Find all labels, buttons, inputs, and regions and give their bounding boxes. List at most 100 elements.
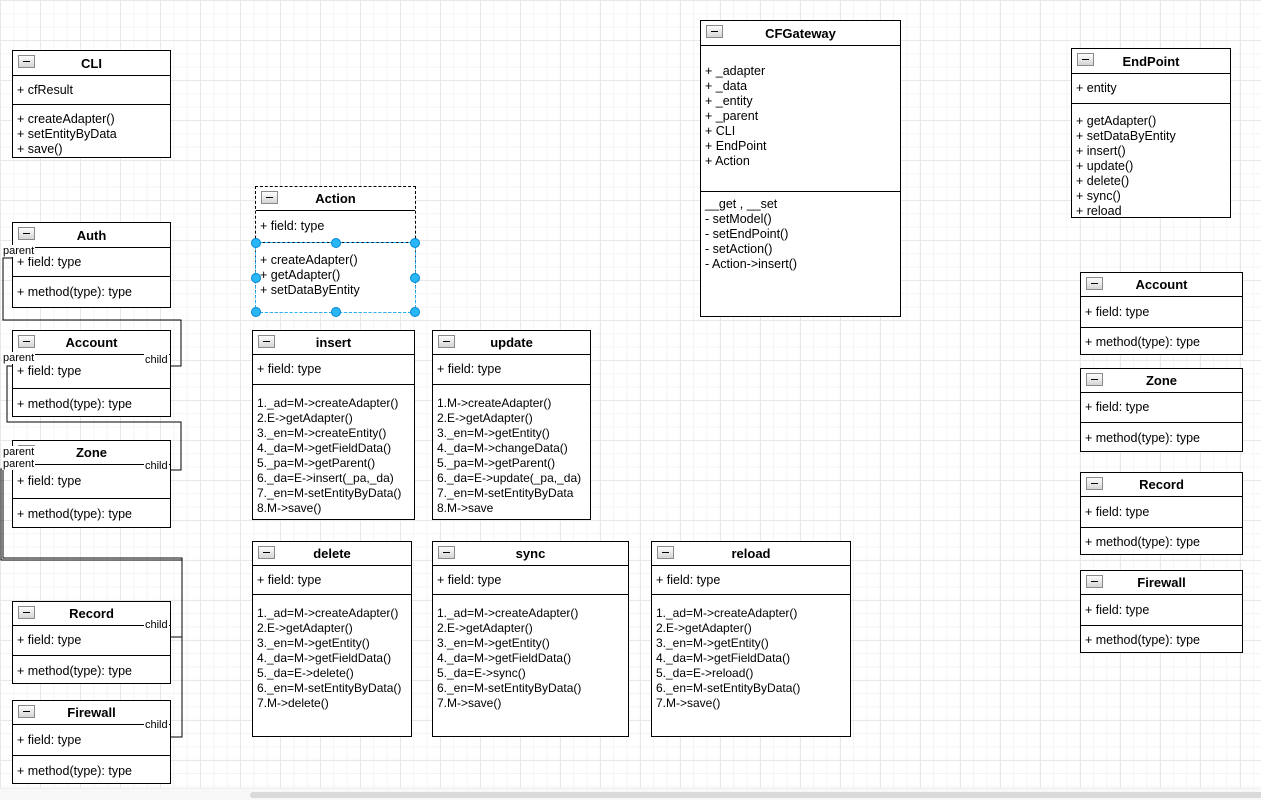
class-record-left[interactable]: Record + field: type + method(type): typ… [12,601,171,684]
collapse-icon[interactable] [657,546,674,559]
collapse-icon[interactable] [18,705,35,718]
resize-handle[interactable] [330,307,341,317]
collapse-icon[interactable] [18,55,35,68]
edge-label-parent: parent [2,446,36,458]
collapse-icon[interactable] [261,191,278,204]
class-title: Record [1139,477,1184,492]
class-method: 4._da=M->getFieldData() [257,651,392,665]
class-method: 1._ad=M->createAdapter() [437,606,579,620]
collapse-icon[interactable] [438,335,455,348]
class-update[interactable]: update + field: type 1.M->createAdapter(… [432,330,591,520]
edge-account-zone[interactable] [6,365,182,471]
class-title: EndPoint [1122,53,1180,69]
collapse-icon[interactable] [1086,575,1103,588]
class-method: + sync() [1076,189,1121,203]
class-field: + field: type [17,474,82,488]
selection-rectangle [251,238,420,317]
class-firewall-left[interactable]: Firewall + field: type + method(type): t… [12,700,171,784]
class-title: Record [69,606,114,621]
class-method: 2.E->getAdapter() [257,621,353,635]
class-method: 8.M->save() [257,501,322,515]
class-method: + method(type): type [1085,535,1200,549]
edge-auth-account[interactable] [2,257,182,367]
resize-handle[interactable] [410,238,420,248]
resize-handle[interactable] [410,307,420,317]
class-account-left[interactable]: Account + field: type + method(type): ty… [12,330,171,417]
class-auth[interactable]: Auth + field: type + method(type): type [12,222,171,308]
edge-label-parent: parent [2,458,36,470]
collapse-icon[interactable] [18,227,35,240]
class-method: + setDataByEntity [1076,129,1176,143]
edge-label-child: child [144,460,169,472]
resize-handle[interactable] [251,272,261,283]
class-title: Action [315,191,356,206]
horizontal-scrollbar[interactable] [0,788,1261,800]
class-method: 3._en=M->createEntity() [257,426,387,440]
class-sync[interactable]: sync + field: type 1._ad=M->createAdapte… [432,541,629,737]
edge-label-parent: parent [2,245,36,257]
class-field: + _parent [705,109,759,123]
collapse-icon[interactable] [1086,277,1103,290]
collapse-icon[interactable] [438,546,455,559]
class-method: 7.M->save() [437,696,502,710]
class-method: 5._pa=M->getParent() [437,456,556,470]
class-method: 6._en=M-setEntityByData() [257,681,402,695]
class-method: 2.E->getAdapter() [257,411,353,425]
class-method: 2.E->getAdapter() [656,621,752,635]
class-title: Account [1135,277,1188,292]
class-record-right[interactable]: Record + field: type + method(type): typ… [1080,472,1243,555]
class-field: + _adapter [705,64,766,78]
class-account-right[interactable]: Account + field: type + method(type): ty… [1080,272,1243,355]
edge-label-child: child [144,719,169,731]
collapse-icon[interactable] [1077,53,1094,66]
class-delete[interactable]: delete + field: type 1._ad=M->createAdap… [252,541,412,737]
class-method: - setEndPoint() [705,227,789,241]
class-field: + field: type [17,364,82,378]
class-title: reload [731,546,771,561]
edge-label-child: child [144,619,169,631]
class-zone-left[interactable]: Zone + field: type + method(type): type [12,440,171,528]
class-field: + field: type [17,732,82,747]
collapse-icon[interactable] [18,335,35,348]
class-method: 1._ad=M->createAdapter() [257,606,399,620]
class-method: + method(type): type [17,664,132,678]
class-method: 8.M->save [437,501,494,515]
scrollbar-thumb[interactable] [250,792,1261,798]
class-endpoint[interactable]: EndPoint + entity + getAdapter() + setDa… [1071,48,1231,218]
class-title: CLI [81,55,102,71]
collapse-icon[interactable] [1086,477,1103,490]
collapse-icon[interactable] [1086,373,1103,386]
class-field: + field: type [1085,304,1150,319]
class-method: + method(type): type [1085,431,1200,445]
class-field: + field: type [1085,400,1150,414]
class-title: Firewall [1137,575,1186,590]
class-method: + method(type): type [1085,335,1200,349]
class-reload[interactable]: reload + field: type 1._ad=M->createAdap… [651,541,851,737]
edge-label-child: child [144,354,169,366]
resize-handle[interactable] [251,238,261,248]
class-cli[interactable]: CLI + cfResult + createAdapter() + setEn… [12,50,171,158]
class-method: + reload [1076,204,1122,217]
class-field: + field: type [257,572,322,587]
class-method: + createAdapter() [260,253,358,267]
class-method: 4._da=M->getFieldData() [437,651,572,665]
resize-handle[interactable] [330,238,341,248]
collapse-icon[interactable] [18,606,35,619]
class-title: Auth [76,227,107,243]
class-cfgateway[interactable]: CFGateway + _adapter + _data + _entity +… [700,20,901,317]
class-method: 2.E->getAdapter() [437,411,533,425]
resize-handle[interactable] [251,307,261,317]
class-method: + delete() [1076,174,1130,188]
class-zone-right[interactable]: Zone + field: type + method(type): type [1080,368,1243,452]
class-method: 2.E->getAdapter() [437,621,533,635]
class-method: 4._da=M->changeData() [437,441,568,455]
resize-handle[interactable] [410,272,420,283]
collapse-icon[interactable] [706,25,723,38]
collapse-icon[interactable] [258,335,275,348]
collapse-icon[interactable] [258,546,275,559]
class-firewall-right[interactable]: Firewall + field: type + method(type): t… [1080,570,1243,653]
class-insert[interactable]: insert + field: type 1._ad=M->createAdap… [252,330,415,520]
class-field: + cfResult [17,82,73,97]
class-field: + field: type [1085,602,1150,617]
